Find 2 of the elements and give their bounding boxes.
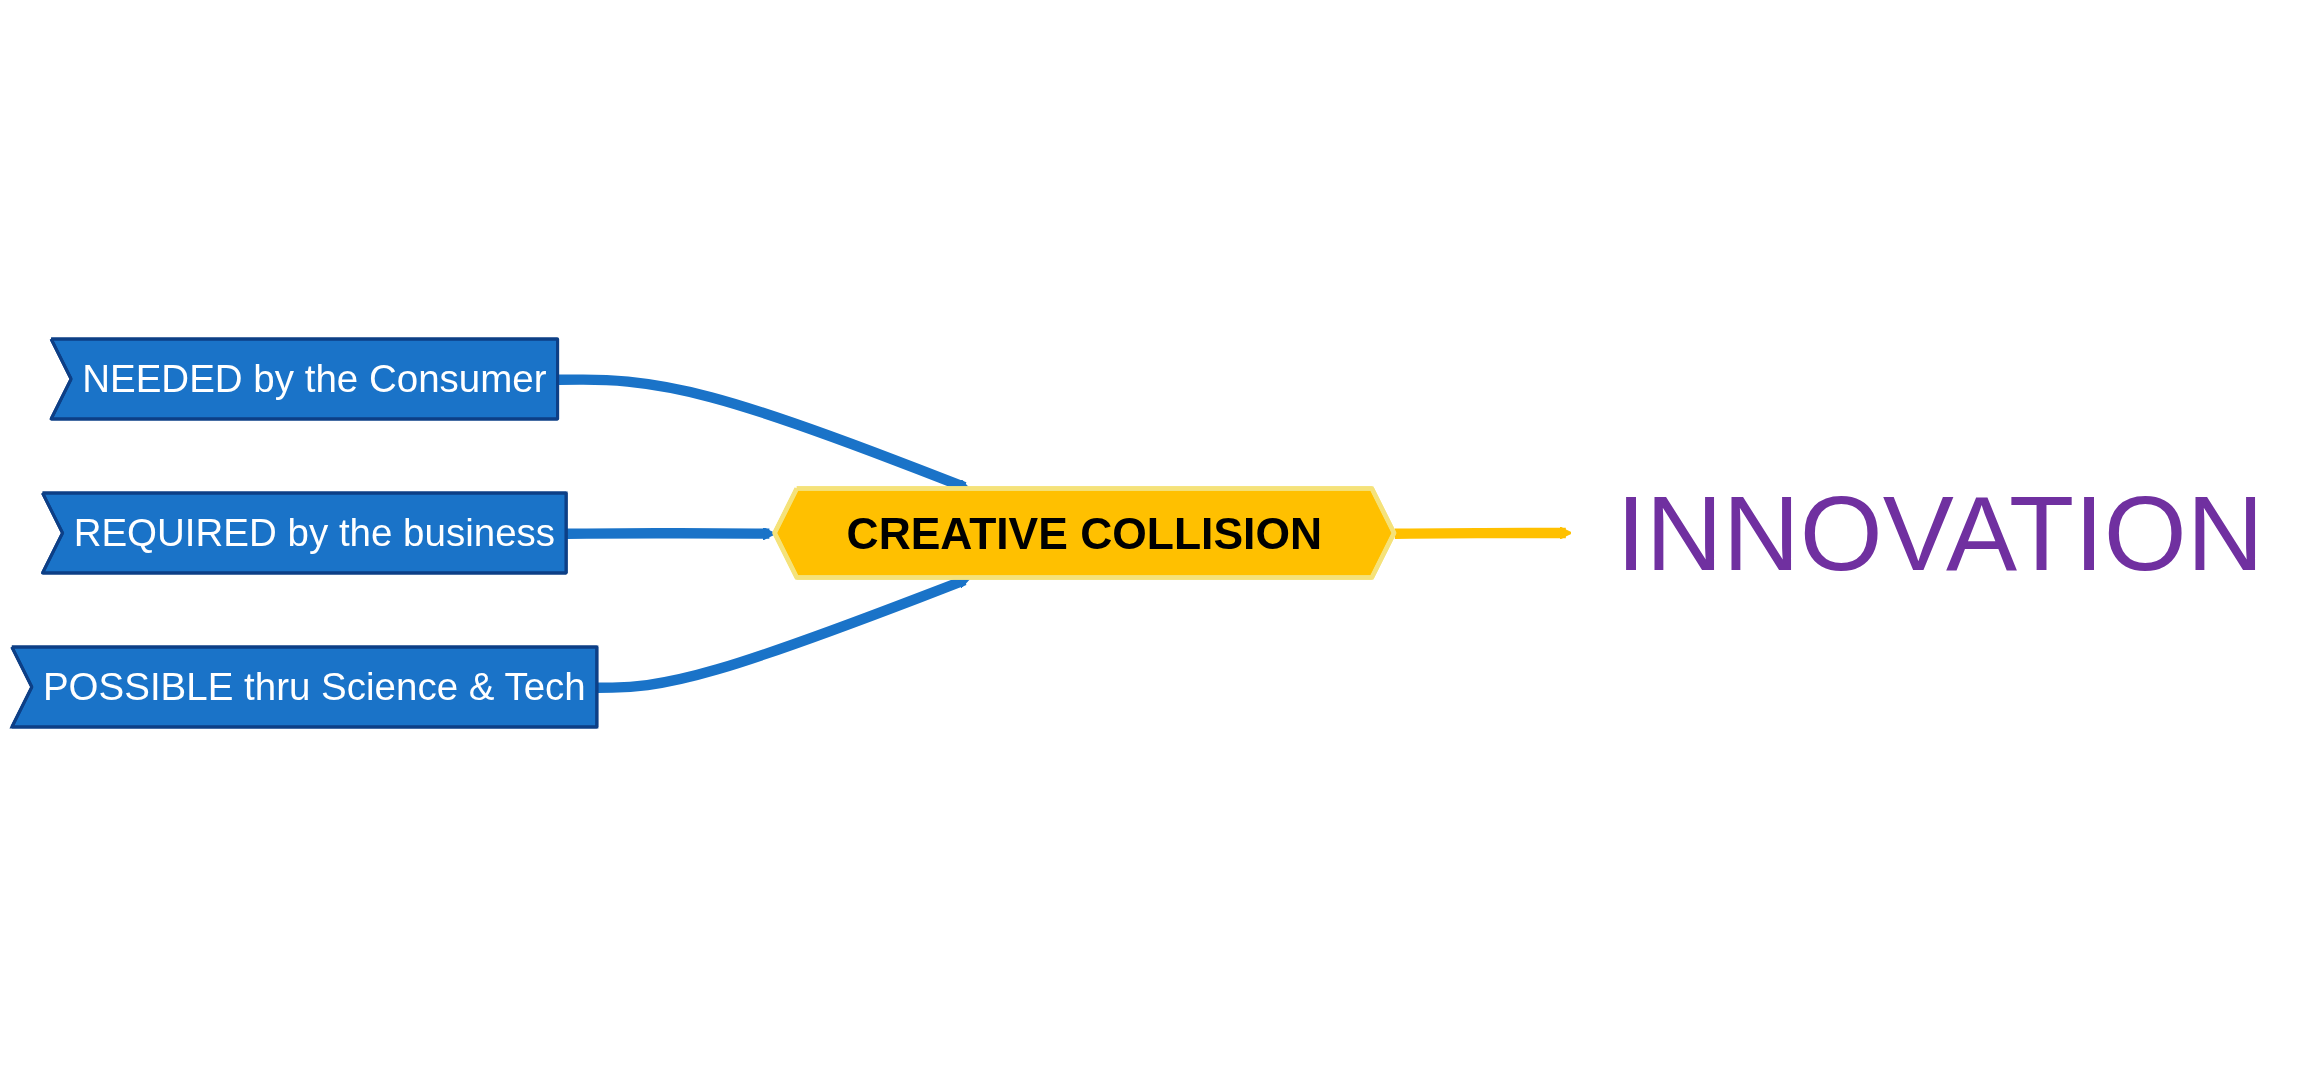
node-text: INNOVATION (1616, 473, 2264, 593)
arrow (566, 527, 776, 541)
